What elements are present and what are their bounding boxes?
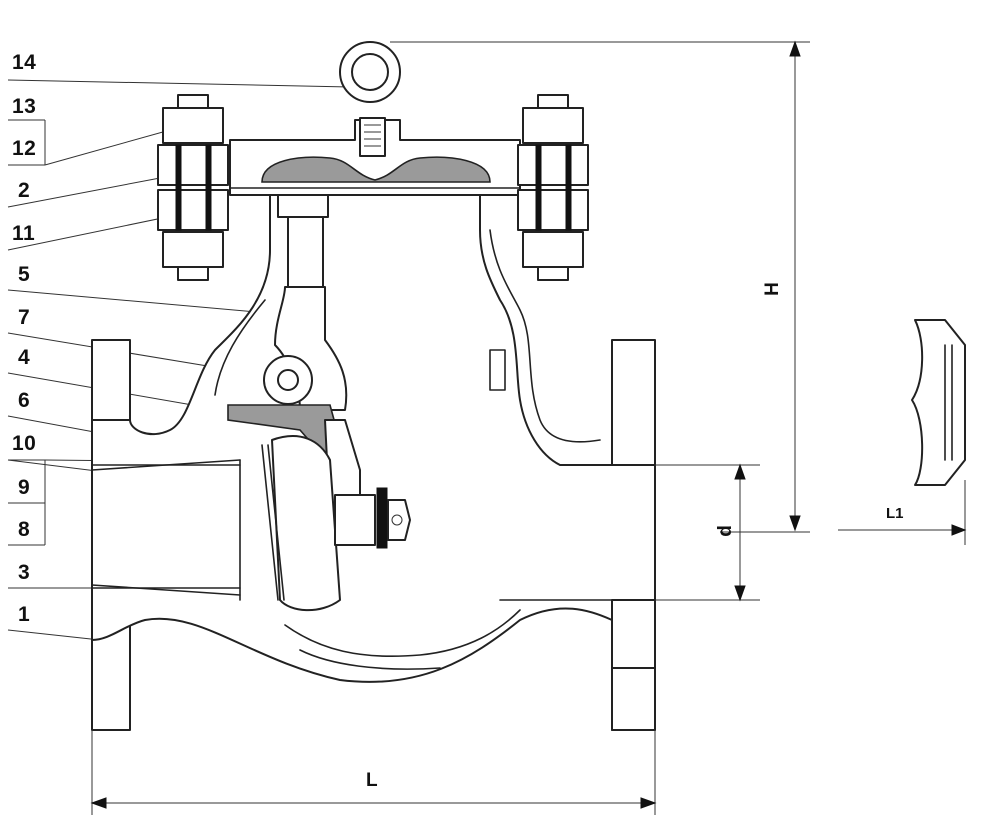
callout-10: 10 <box>12 432 37 455</box>
callout-13: 13 <box>12 95 37 118</box>
dimension-h-label: H <box>761 282 783 296</box>
seat-ring-detail <box>911 319 966 545</box>
dimension-l1-label: L1 <box>886 505 904 522</box>
callout-1: 1 <box>18 603 31 626</box>
hinge-assembly <box>227 194 361 531</box>
callout-5: 5 <box>18 263 31 286</box>
disc-assembly <box>261 435 411 612</box>
stud-bolt-right <box>517 94 589 281</box>
callout-7: 7 <box>18 306 31 329</box>
stud-bolt-left <box>157 94 229 281</box>
eye-bolt <box>339 41 401 103</box>
callout-11: 11 <box>12 222 36 245</box>
callout-3: 3 <box>18 561 31 584</box>
callout-4: 4 <box>18 346 31 369</box>
callout-14: 14 <box>12 51 37 74</box>
dimension-l-label: L <box>366 770 378 791</box>
dimension-d-label: d <box>714 525 736 537</box>
callout-8: 8 <box>18 518 31 541</box>
callout-9: 9 <box>18 476 31 499</box>
dimension-lines <box>90 40 967 815</box>
callout-2: 2 <box>18 179 31 202</box>
valve-body <box>91 194 656 731</box>
callout-12: 12 <box>12 137 37 160</box>
callout-6: 6 <box>18 389 31 412</box>
bonnet <box>229 117 521 196</box>
